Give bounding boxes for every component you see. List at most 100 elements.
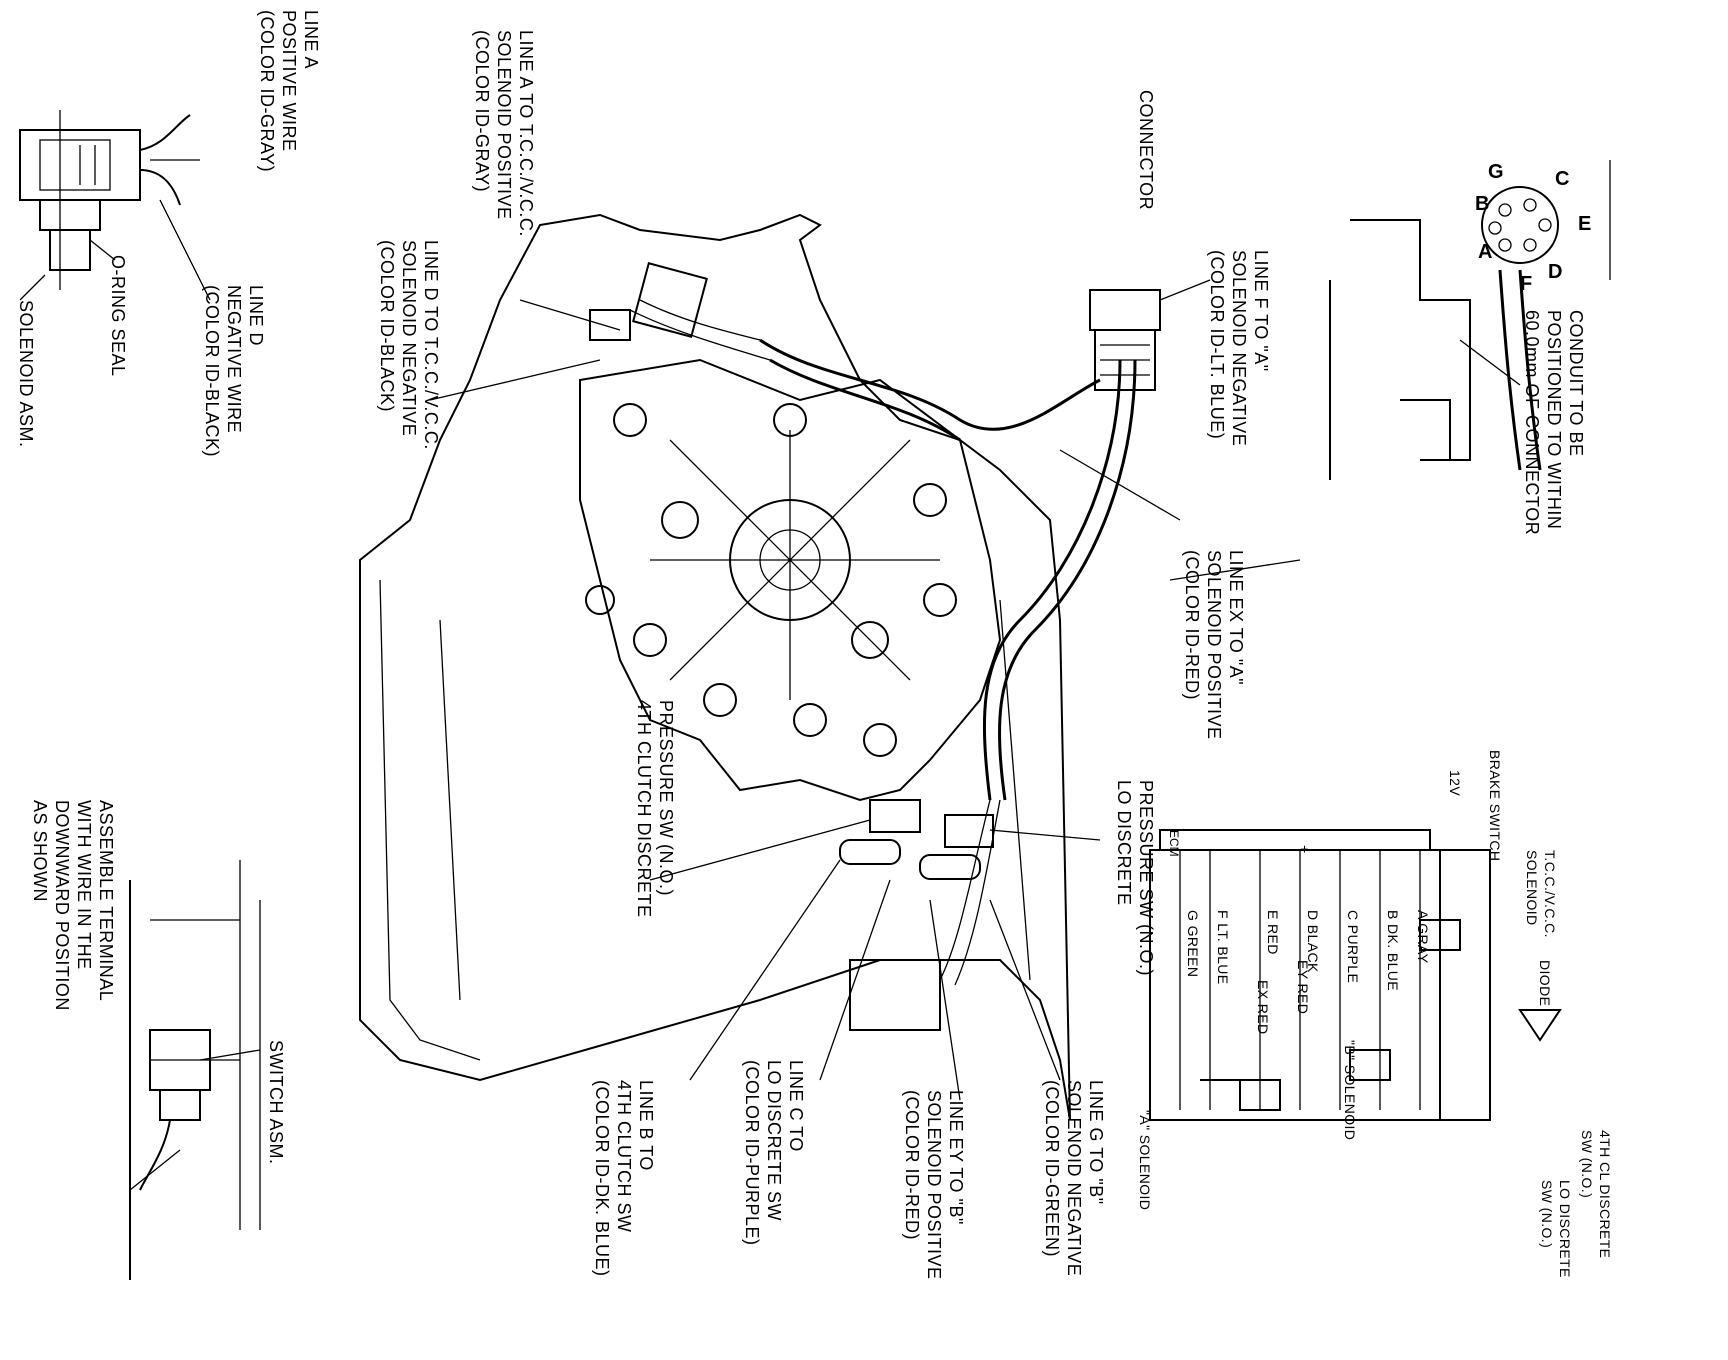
schematic-wire-a: A GRAY (1415, 910, 1431, 964)
lo-discrete-line2: SW (N.O.) (1539, 1180, 1555, 1248)
callout-line-ex-line2: SOLENOID POSITIVE (1204, 550, 1224, 740)
schematic-wire-f: F LT. BLUE (1215, 910, 1231, 985)
a-solenoid-label: "A" SOLENOID (1137, 1110, 1153, 1210)
callout-connector: CONNECTOR (1136, 90, 1156, 210)
callout-line-c-line1: LINE C TO (786, 1060, 806, 1152)
pin-b-label: B (1475, 193, 1489, 215)
schematic-lo-discrete: LO DISCRETE SW (N.O.) (1539, 1180, 1573, 1278)
callout-pressure-lo: PRESSURE SW (N.O.) LO DISCRETE (1114, 780, 1156, 976)
callout-line-ex: LINE EX TO "A" SOLENOID POSITIVE (COLOR … (1182, 550, 1246, 740)
callout-line-b-line1: LINE B TO (636, 1080, 656, 1171)
schematic-wire-c: C PURPLE (1345, 910, 1361, 983)
fourth-cl-line1: 4TH CL DISCRETE (1597, 1130, 1613, 1258)
tcc-label-line2: SOLENOID (1524, 850, 1540, 926)
callout-oring-line1: O-RING SEAL (108, 255, 128, 377)
pin-f-label: F (1520, 273, 1532, 295)
schematic-a-solenoid: "A" SOLENOID (1137, 1110, 1153, 1210)
callout-line-a-left: LINE A POSITIVE WIRE (COLOR ID-GRAY) (257, 10, 321, 172)
schematic-wire-b: B DK. BLUE (1385, 910, 1401, 991)
callout-line-ey-line2: SOLENOID POSITIVE (924, 1090, 944, 1280)
schematic-wire-g: G GREEN (1185, 910, 1201, 977)
schematic-ey: EY RED (1295, 960, 1311, 1014)
callout-line-d-tcc-line3: (COLOR ID-BLACK) (377, 240, 397, 412)
ecm-label: ECM (1167, 830, 1181, 857)
callout-conduit-line1: CONDUIT TO BE (1566, 310, 1586, 457)
callout-pressure-lo-line2: LO DISCRETE (1114, 780, 1134, 906)
schematic-wire-d: D BLACK (1305, 910, 1321, 973)
wire-e-label: E RED (1265, 910, 1281, 955)
callout-line-a-left-line3: (COLOR ID-GRAY) (257, 10, 277, 172)
callout-assemble-line1: ASSEMBLE TERMINAL (96, 800, 116, 1001)
callout-line-g-line1: LINE G TO "B" (1086, 1080, 1106, 1205)
pin-a-label: A (1478, 241, 1492, 263)
callout-line-a-left-line2: POSITIVE WIRE (279, 10, 299, 152)
callout-solenoid-asm: SOLENOID ASM. (16, 300, 36, 448)
callout-line-a-tcc-line1: LINE A TO T.C.C./V.C.C. (516, 30, 536, 237)
callout-line-b-line2: 4TH CLUTCH SW (614, 1080, 634, 1233)
callout-line-f-line2: SOLENOID NEGATIVE (1229, 250, 1249, 446)
callout-line-f: LINE F TO "A" SOLENOID NEGATIVE (COLOR I… (1207, 250, 1271, 446)
callout-solenoid-asm-line1: SOLENOID ASM. (16, 300, 36, 448)
schematic-tcc: T.C.C./V.C.C. SOLENOID (1524, 850, 1558, 938)
diode-label: DIODE (1537, 960, 1553, 1006)
pressure-switches (839, 799, 994, 1031)
callout-line-d-left-line3: (COLOR ID-BLACK) (202, 285, 222, 457)
lo-discrete-line1: LO DISCRETE (1557, 1180, 1573, 1278)
callout-line-d-left: LINE D NEGATIVE WIRE (COLOR ID-BLACK) (202, 285, 266, 457)
callout-switch-asm-line1: SWITCH ASM. (266, 1040, 286, 1165)
schematic-plus: + (1297, 845, 1313, 854)
leader-lines (19, 159, 1521, 1191)
valve-body (579, 358, 1002, 802)
callout-conduit-line2: POSITIONED TO WITHIN (1544, 310, 1564, 529)
connector-pin-labels: C G B A E D F (1475, 161, 1591, 295)
schematic-ex: EX RED (1255, 980, 1271, 1035)
callout-line-d-tcc: LINE D TO T.C.C./V.C.C. SOLENOID NEGATIV… (377, 240, 441, 450)
wire-f-label: F LT. BLUE (1215, 910, 1231, 985)
ey-label: EY RED (1295, 960, 1311, 1014)
callout-line-ey-line1: LINE EY TO "B" (946, 1090, 966, 1225)
solenoid-detail (19, 110, 191, 290)
callout-pressure-4th: PRESSURE SW (N.O.) 4TH CLUTCH DISCRETE (634, 700, 676, 918)
callout-line-b-line3: (COLOR ID-DK. BLUE) (592, 1080, 612, 1277)
callout-switch-asm: SWITCH ASM. (266, 1040, 286, 1165)
schematic-fourth-cl: 4TH CL DISCRETE SW (N.O.) (1579, 1130, 1613, 1258)
callout-line-a-tcc: LINE A TO T.C.C./V.C.C. SOLENOID POSITIV… (472, 30, 536, 237)
wire-harness (629, 299, 1137, 986)
b-solenoid-label: "B" SOLENOID (1342, 1040, 1358, 1140)
callout-line-f-line1: LINE F TO "A" (1251, 250, 1271, 372)
callout-conduit-line3: 60.0mm OF CONNECTOR (1522, 310, 1542, 535)
schematic-b-solenoid: "B" SOLENOID (1342, 1040, 1358, 1140)
callout-pressure-4th-line1: PRESSURE SW (N.O.) (656, 700, 676, 896)
callout-line-f-line3: (COLOR ID-LT. BLUE) (1207, 250, 1227, 439)
callout-line-c-line3: (COLOR ID-PURPLE) (742, 1060, 762, 1246)
callout-assemble-line4: AS SHOWN (30, 800, 50, 902)
callout-connector-line1: CONNECTOR (1136, 90, 1156, 210)
wire-c-label: C PURPLE (1345, 910, 1361, 983)
schematic-wire-e: E RED (1265, 910, 1281, 955)
switch-detail (129, 860, 261, 1280)
tcc-solenoid-body (589, 262, 708, 341)
transmission-housing (359, 213, 1071, 1121)
callout-assemble: ASSEMBLE TERMINAL WITH WIRE IN THE DOWNW… (30, 800, 116, 1011)
volt-label: 12V (1447, 770, 1463, 796)
callout-line-g: LINE G TO "B" SOLENOID NEGATIVE (COLOR I… (1042, 1080, 1106, 1276)
schematic-brake-switch: BRAKE SWITCH (1487, 750, 1503, 861)
callout-line-a-left-line1: LINE A (301, 10, 321, 69)
pin-c-label: C (1555, 168, 1569, 190)
ex-label: EX RED (1255, 980, 1271, 1035)
callout-line-g-line3: (COLOR ID-GREEN) (1042, 1080, 1062, 1257)
callout-line-c: LINE C TO LO DISCRETE SW (COLOR ID-PURPL… (742, 1060, 806, 1246)
callout-line-c-line2: LO DISCRETE SW (764, 1060, 784, 1221)
brake-switch-label: BRAKE SWITCH (1487, 750, 1503, 861)
callout-oring: O-RING SEAL (108, 255, 128, 377)
schematic-diode: DIODE (1537, 960, 1553, 1006)
callout-line-b: LINE B TO 4TH CLUTCH SW (COLOR ID-DK. BL… (592, 1080, 656, 1277)
callout-pressure-4th-line2: 4TH CLUTCH DISCRETE (634, 700, 654, 918)
electrical-schematic (1149, 829, 1562, 1121)
callout-assemble-line3: DOWNWARD POSITION (52, 800, 72, 1011)
callout-line-ex-line1: LINE EX TO "A" (1226, 550, 1246, 685)
wire-g-label: G GREEN (1185, 910, 1201, 977)
tcc-label-line1: T.C.C./V.C.C. (1542, 850, 1558, 938)
